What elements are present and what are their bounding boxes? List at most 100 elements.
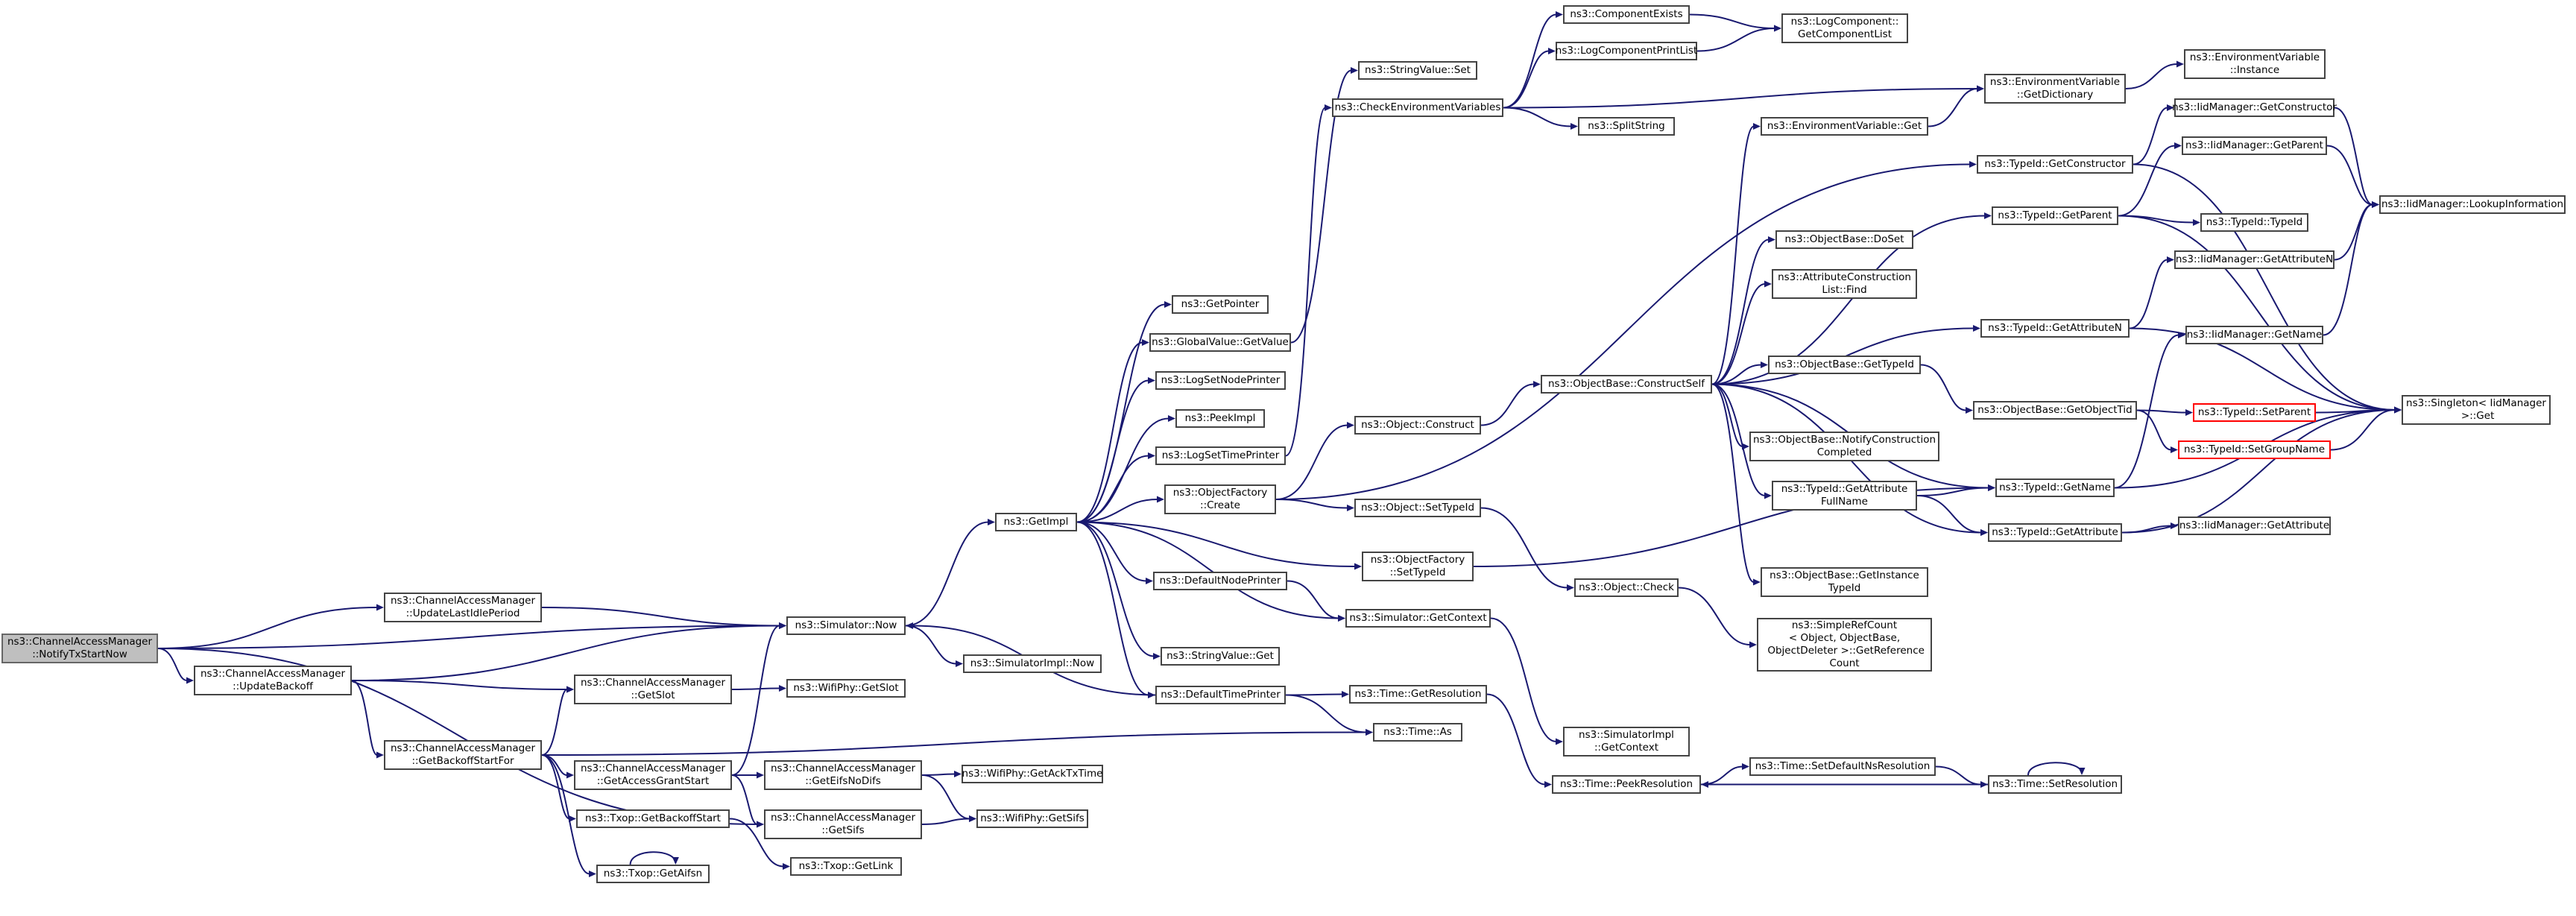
edge-arrowhead bbox=[1749, 641, 1757, 648]
node-iidmanager-get-name[interactable]: ns3::IidManager::GetName bbox=[2185, 326, 2323, 344]
node-objectfactory-set-typeid[interactable]: ns3::ObjectFactory ::SetTypeId bbox=[1362, 552, 1474, 581]
node-iidmanager-get-parent[interactable]: ns3::IidManager::GetParent bbox=[2182, 136, 2327, 155]
edge-tidGetCtor-to-iidGetCtor bbox=[2133, 107, 2168, 165]
node-simulator-impl-now[interactable]: ns3::SimulatorImpl::Now bbox=[963, 654, 1102, 673]
node-time-get-resolution[interactable]: ns3::Time::GetResolution bbox=[1349, 685, 1487, 704]
node-wifiphy-get-slot[interactable]: ns3::WifiPhy::GetSlot bbox=[786, 679, 906, 698]
node-typeid-get-constructor[interactable]: ns3::TypeId::GetConstructor bbox=[1977, 155, 2133, 174]
edge-txAifsn-to-txAifsn bbox=[629, 851, 677, 865]
node-object-check[interactable]: ns3::Object::Check bbox=[1574, 578, 1679, 597]
node-typeid-set-parent[interactable]: ns3::TypeId::SetParent bbox=[2193, 403, 2316, 422]
node-environmentvariable-instance[interactable]: ns3::EnvironmentVariable ::Instance bbox=[2184, 49, 2326, 79]
node-attributeconstructionlist-find[interactable]: ns3::AttributeConstruction List::Find bbox=[1772, 269, 1917, 299]
node-peek-impl[interactable]: ns3::PeekImpl bbox=[1175, 409, 1265, 428]
node-txop-get-backoff-start[interactable]: ns3::Txop::GetBackoffStart bbox=[576, 809, 730, 828]
node-wifiphy-get-sifs[interactable]: ns3::WifiPhy::GetSifs bbox=[976, 809, 1088, 828]
node-default-node-printer[interactable]: ns3::DefaultNodePrinter bbox=[1153, 572, 1287, 590]
node-notify-tx-start-now[interactable]: ns3::ChannelAccessManager ::NotifyTxStar… bbox=[1, 634, 158, 663]
edge-updBack-to-getSlot bbox=[351, 680, 568, 690]
node-get-access-grant-start[interactable]: ns3::ChannelAccessManager ::GetAccessGra… bbox=[574, 760, 732, 790]
node-objectbase-get-typeid[interactable]: ns3::ObjectBase::GetTypeId bbox=[1768, 356, 1921, 374]
node-objectbase-notify-construction-completed[interactable]: ns3::ObjectBase::NotifyConstruction Comp… bbox=[1749, 432, 1939, 461]
node-component-exists[interactable]: ns3::ComponentExists bbox=[1563, 5, 1690, 24]
edge-checkEnv-to-envGetDict bbox=[1503, 88, 1978, 109]
node-typeid-get-parent[interactable]: ns3::TypeId::GetParent bbox=[1992, 206, 2118, 225]
node-object-set-typeid[interactable]: ns3::Object::SetTypeId bbox=[1354, 499, 1481, 517]
node-simulator-get-context[interactable]: ns3::Simulator::GetContext bbox=[1345, 609, 1491, 628]
node-iidmanager-get-attribute[interactable]: ns3::IidManager::GetAttribute bbox=[2178, 517, 2331, 535]
node-logcomponent-get-component-list[interactable]: ns3::LogComponent:: GetComponentList bbox=[1781, 13, 1908, 43]
node-globalvalue-get-value[interactable]: ns3::GlobalValue::GetValue bbox=[1149, 333, 1291, 352]
node-time-set-resolution[interactable]: ns3::Time::SetResolution bbox=[1988, 775, 2122, 794]
node-stringvalue-get[interactable]: ns3::StringValue::Get bbox=[1161, 647, 1280, 666]
node-typeid-get-attribute[interactable]: ns3::TypeId::GetAttribute bbox=[1988, 523, 2122, 542]
node-iidmanager-get-constructor[interactable]: ns3::IidManager::GetConstructor bbox=[2172, 98, 2337, 117]
node-update-last-idle-period[interactable]: ns3::ChannelAccessManager ::UpdateLastId… bbox=[384, 593, 542, 622]
node-txop-get-link[interactable]: ns3::Txop::GetLink bbox=[790, 857, 902, 876]
edge-arrowhead bbox=[1973, 325, 1980, 332]
node-environmentvariable-get-dictionary[interactable]: ns3::EnvironmentVariable ::GetDictionary bbox=[1984, 74, 2126, 104]
edge-arrowhead bbox=[757, 771, 764, 779]
edge-updBack-to-simNow bbox=[351, 625, 780, 681]
node-typeid-set-group-name[interactable]: ns3::TypeId::SetGroupName bbox=[2178, 440, 2331, 459]
node-log-component-print-list[interactable]: ns3::LogComponentPrintList bbox=[1556, 42, 1697, 60]
edge-arrowhead bbox=[1556, 738, 1563, 745]
edge-obConstruct-to-tidGetParent bbox=[1711, 215, 1986, 385]
node-get-slot[interactable]: ns3::ChannelAccessManager ::GetSlot bbox=[574, 675, 732, 704]
node-objectbase-doset[interactable]: ns3::ObjectBase::DoSet bbox=[1775, 230, 1913, 249]
edge-arrowhead bbox=[1168, 415, 1175, 422]
node-singleton-iidmanager-get[interactable]: ns3::Singleton< IidManager >::Get bbox=[2402, 395, 2551, 425]
node-check-environment-variables[interactable]: ns3::CheckEnvironmentVariables bbox=[1332, 98, 1503, 117]
node-objectfactory-create[interactable]: ns3::ObjectFactory ::Create bbox=[1164, 484, 1276, 514]
node-time-peek-resolution[interactable]: ns3::Time::PeekResolution bbox=[1552, 775, 1701, 794]
edge-arrowhead bbox=[954, 771, 962, 777]
edge-arrowhead bbox=[1764, 492, 1772, 499]
node-time-as[interactable]: ns3::Time::As bbox=[1373, 723, 1462, 742]
node-simulator-now[interactable]: ns3::Simulator::Now bbox=[786, 616, 906, 635]
edge-objCheck-to-srcGet bbox=[1678, 587, 1751, 645]
edge-arrowhead bbox=[376, 604, 384, 611]
node-update-backoff[interactable]: ns3::ChannelAccessManager ::UpdateBackof… bbox=[194, 666, 352, 695]
node-iidmanager-lookup-information[interactable]: ns3::IidManager::LookupInformation bbox=[2379, 195, 2566, 214]
edge-logCompPL-to-logCompGCL bbox=[1696, 28, 1775, 52]
node-get-pointer[interactable]: ns3::GetPointer bbox=[1172, 295, 1269, 314]
edge-simNow-to-simImplNow bbox=[905, 625, 957, 665]
edge-arrowhead bbox=[569, 815, 576, 822]
node-wifiphy-get-ack-tx-time[interactable]: ns3::WifiPhy::GetAckTxTime bbox=[962, 765, 1103, 783]
edge-logSetTime-to-checkEnv bbox=[1285, 107, 1326, 457]
edge-timeGetRes-to-timePeek bbox=[1486, 693, 1546, 786]
node-time-set-default-ns-resolution[interactable]: ns3::Time::SetDefaultNsResolution bbox=[1749, 757, 1936, 776]
node-get-impl[interactable]: ns3::GetImpl bbox=[995, 513, 1077, 531]
edge-notify-to-updLast bbox=[157, 607, 378, 649]
node-typeid-get-attribute-full-name[interactable]: ns3::TypeId::GetAttribute FullName bbox=[1772, 481, 1917, 511]
node-get-backoff-start-for[interactable]: ns3::ChannelAccessManager ::GetBackoffSt… bbox=[384, 740, 542, 770]
node-typeid-get-name[interactable]: ns3::TypeId::GetName bbox=[1995, 478, 2115, 497]
node-txop-get-aifsn[interactable]: ns3::Txop::GetAifsn bbox=[596, 865, 710, 883]
edge-arrowhead bbox=[2174, 142, 2182, 149]
edge-getSifs-to-wpSifs bbox=[921, 818, 970, 825]
edge-arrowhead bbox=[988, 519, 995, 525]
node-objectbase-get-instance-typeid[interactable]: ns3::ObjectBase::GetInstance TypeId bbox=[1761, 567, 1928, 597]
node-object-construct[interactable]: ns3::Object::Construct bbox=[1354, 416, 1481, 435]
node-iidmanager-get-attribute-n[interactable]: ns3::IidManager::GetAttributeN bbox=[2174, 250, 2334, 269]
edge-iidGetName-to-iidLookup bbox=[2323, 203, 2373, 336]
node-get-sifs[interactable]: ns3::ChannelAccessManager ::GetSifs bbox=[764, 809, 922, 839]
node-objectbase-construct-self[interactable]: ns3::ObjectBase::ConstructSelf bbox=[1541, 375, 1712, 394]
node-typeid-get-attribute-n[interactable]: ns3::TypeId::GetAttributeN bbox=[1980, 319, 2130, 338]
node-objectbase-get-object-tid[interactable]: ns3::ObjectBase::GetObjectTid bbox=[1973, 401, 2137, 420]
edge-ofCreate-to-objSetTid bbox=[1275, 499, 1348, 509]
edge-objSetTid-to-objCheck bbox=[1480, 507, 1568, 589]
node-simplerefcount-get-reference-count[interactable]: ns3::SimpleRefCount < Object, ObjectBase… bbox=[1757, 618, 1932, 672]
node-log-set-time-printer[interactable]: ns3::LogSetTimePrinter bbox=[1155, 446, 1286, 465]
edge-notify-to-updBack bbox=[157, 648, 188, 681]
node-stringvalue-set[interactable]: ns3::StringValue::Set bbox=[1358, 61, 1477, 80]
node-split-string[interactable]: ns3::SplitString bbox=[1578, 117, 1675, 136]
node-environmentvariable-get[interactable]: ns3::EnvironmentVariable::Get bbox=[1761, 117, 1928, 136]
node-default-time-printer[interactable]: ns3::DefaultTimePrinter bbox=[1155, 686, 1286, 704]
node-get-eifs-no-difs[interactable]: ns3::ChannelAccessManager ::GetEifsNoDif… bbox=[764, 760, 922, 790]
node-typeid-typeid[interactable]: ns3::TypeId::TypeId bbox=[2200, 213, 2308, 232]
node-simulatorimpl-get-context[interactable]: ns3::SimulatorImpl ::GetContext bbox=[1563, 727, 1690, 757]
node-log-set-node-printer[interactable]: ns3::LogSetNodePrinter bbox=[1155, 371, 1286, 390]
